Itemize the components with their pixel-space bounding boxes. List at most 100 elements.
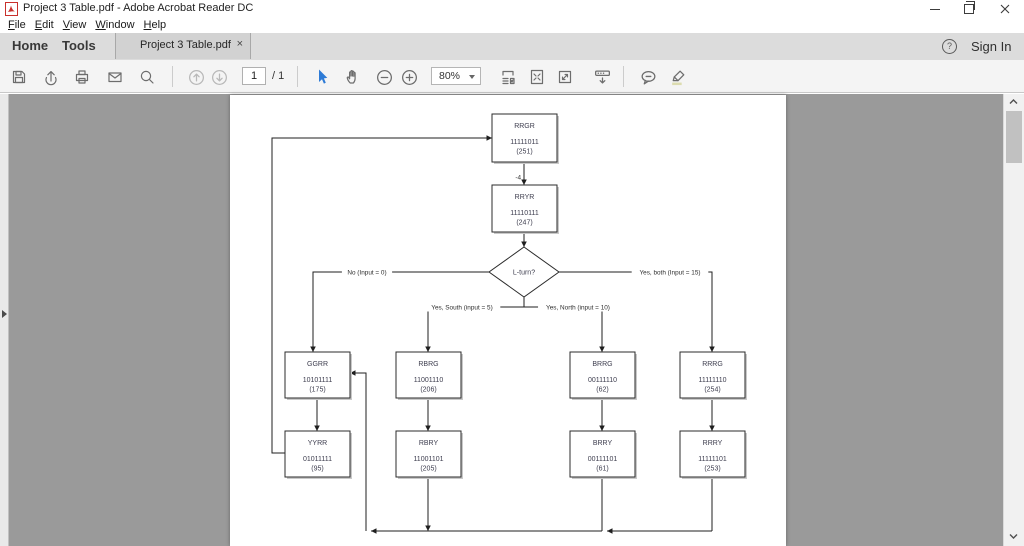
flow-edge [371,528,602,534]
flow-edge [271,135,492,454]
chevron-down-icon [469,75,475,79]
flow-edge-label: Yes, North (input = 10) [538,302,618,312]
svg-text:Yes, North (input = 10): Yes, North (input = 10) [546,304,610,311]
main-toolbar: / 1 80% [0,60,1024,93]
svg-text:GGRR: GGRR [307,361,328,368]
svg-text:BRRG: BRRG [592,361,612,368]
zoom-out-icon[interactable] [374,67,394,87]
page-number-input[interactable] [242,67,266,85]
svg-text:(95): (95) [311,466,323,473]
svg-text:YYRR: YYRR [308,440,327,447]
flow-edge [521,162,527,185]
flow-edge [607,528,712,534]
save-icon[interactable] [9,67,29,87]
zoom-level-value: 80% [439,70,461,82]
vertical-scrollbar[interactable] [1003,94,1024,546]
fit-page-icon[interactable] [527,67,547,87]
adobe-pdf-icon [5,2,18,16]
tab-document[interactable]: Project 3 Table.pdf × [115,33,251,59]
svg-text:BRRY: BRRY [593,440,613,447]
scroll-down-icon[interactable] [1008,531,1019,543]
flowchart-diagram: RRGR11111011(251)RRYR11110111(247)L-turn… [271,113,747,534]
tab-document-label: Project 3 Table.pdf [140,39,231,51]
expand-pane-icon[interactable] [2,310,7,318]
svg-text:-4: -4 [515,174,521,181]
svg-text:No (Input = 0): No (Input = 0) [347,269,386,276]
sign-in-button[interactable]: Sign In [971,39,1012,54]
help-icon[interactable]: ? [942,39,957,54]
svg-text:(175): (175) [309,387,325,394]
title-bar: Project 3 Table.pdf - Adobe Acrobat Read… [0,0,1024,18]
svg-text:RRGR: RRGR [514,123,535,130]
zoom-level-dropdown[interactable]: 80% [431,67,481,85]
flow-edge [425,398,431,431]
select-tool-icon[interactable] [312,67,332,87]
collapse-toolbar-icon[interactable] [592,67,612,87]
flow-edge [599,307,605,352]
flow-edge-label: Yes, both (Input = 15) [631,267,709,277]
close-button[interactable] [988,0,1022,18]
toolbar-divider [623,66,624,87]
svg-text:(251): (251) [516,149,532,156]
hand-tool-icon[interactable] [343,67,363,87]
comment-icon[interactable] [638,67,658,87]
flow-node-lturn: L-turn? [488,246,560,298]
flow-node-yyrr: YYRR 01011111 (95) [284,430,352,479]
toolbar-divider [297,66,298,87]
svg-text:(254): (254) [704,387,720,394]
svg-text:11110111: 11110111 [510,210,539,217]
zoom-in-icon[interactable] [399,67,419,87]
print-icon[interactable] [72,67,92,87]
menu-item-view[interactable]: View [62,19,87,31]
previous-page-icon[interactable] [186,67,206,87]
flow-edge-label: No (Input = 0) [341,267,393,277]
svg-text:00111110: 00111110 [588,377,617,384]
flow-node-rbry: RBRY 11001101 (205) [395,430,463,479]
svg-text:(205): (205) [420,466,436,473]
flow-edge-label: Yes, South (input = 5) [423,302,501,312]
next-page-icon[interactable] [209,67,229,87]
scrollbar-thumb[interactable] [1006,111,1022,163]
svg-text:11111101: 11111101 [698,456,727,463]
menu-item-file[interactable]: File [8,19,26,31]
tab-bar: Home Tools Project 3 Table.pdf × ? Sign … [0,33,1024,60]
svg-text:01011111: 01011111 [303,456,332,463]
svg-text:(247): (247) [516,220,532,227]
menu-item-help[interactable]: Help [143,19,167,31]
flow-edge [310,271,489,352]
share-icon[interactable] [41,67,61,87]
highlight-icon[interactable] [668,67,688,87]
search-icon[interactable] [137,67,157,87]
svg-text:11001101: 11001101 [413,456,443,463]
scroll-up-icon[interactable] [1008,97,1019,109]
fullscreen-icon[interactable] [555,67,575,87]
flow-edge-label: -4 [515,174,521,181]
toolbar-divider [172,66,173,87]
tab-close-icon[interactable]: × [236,38,243,50]
tab-tools[interactable]: Tools [62,38,96,53]
svg-text:RRYR: RRYR [515,194,535,201]
svg-text:RBRY: RBRY [419,440,439,447]
svg-text:Yes, South (input = 5): Yes, South (input = 5) [431,304,492,311]
menu-item-window[interactable]: Window [95,19,135,31]
restore-button[interactable] [952,0,986,18]
flow-edge [314,398,320,431]
navigation-pane-strip[interactable] [0,94,9,546]
fit-width-icon[interactable] [498,67,518,87]
svg-text:00111101: 00111101 [588,456,618,463]
tab-home[interactable]: Home [12,38,49,53]
minimize-button[interactable] [918,0,952,18]
page-count-label: / 1 [272,70,285,82]
flow-edge [425,307,431,352]
flow-edge [350,370,367,531]
window-title: Project 3 Table.pdf - Adobe Acrobat Read… [23,2,254,14]
email-icon[interactable] [105,67,125,87]
flow-edge [599,398,605,431]
flow-node-rryr: RRYR 11110111 (247) [491,184,559,234]
flow-edge [521,232,527,247]
menu-item-edit[interactable]: Edit [34,19,54,31]
